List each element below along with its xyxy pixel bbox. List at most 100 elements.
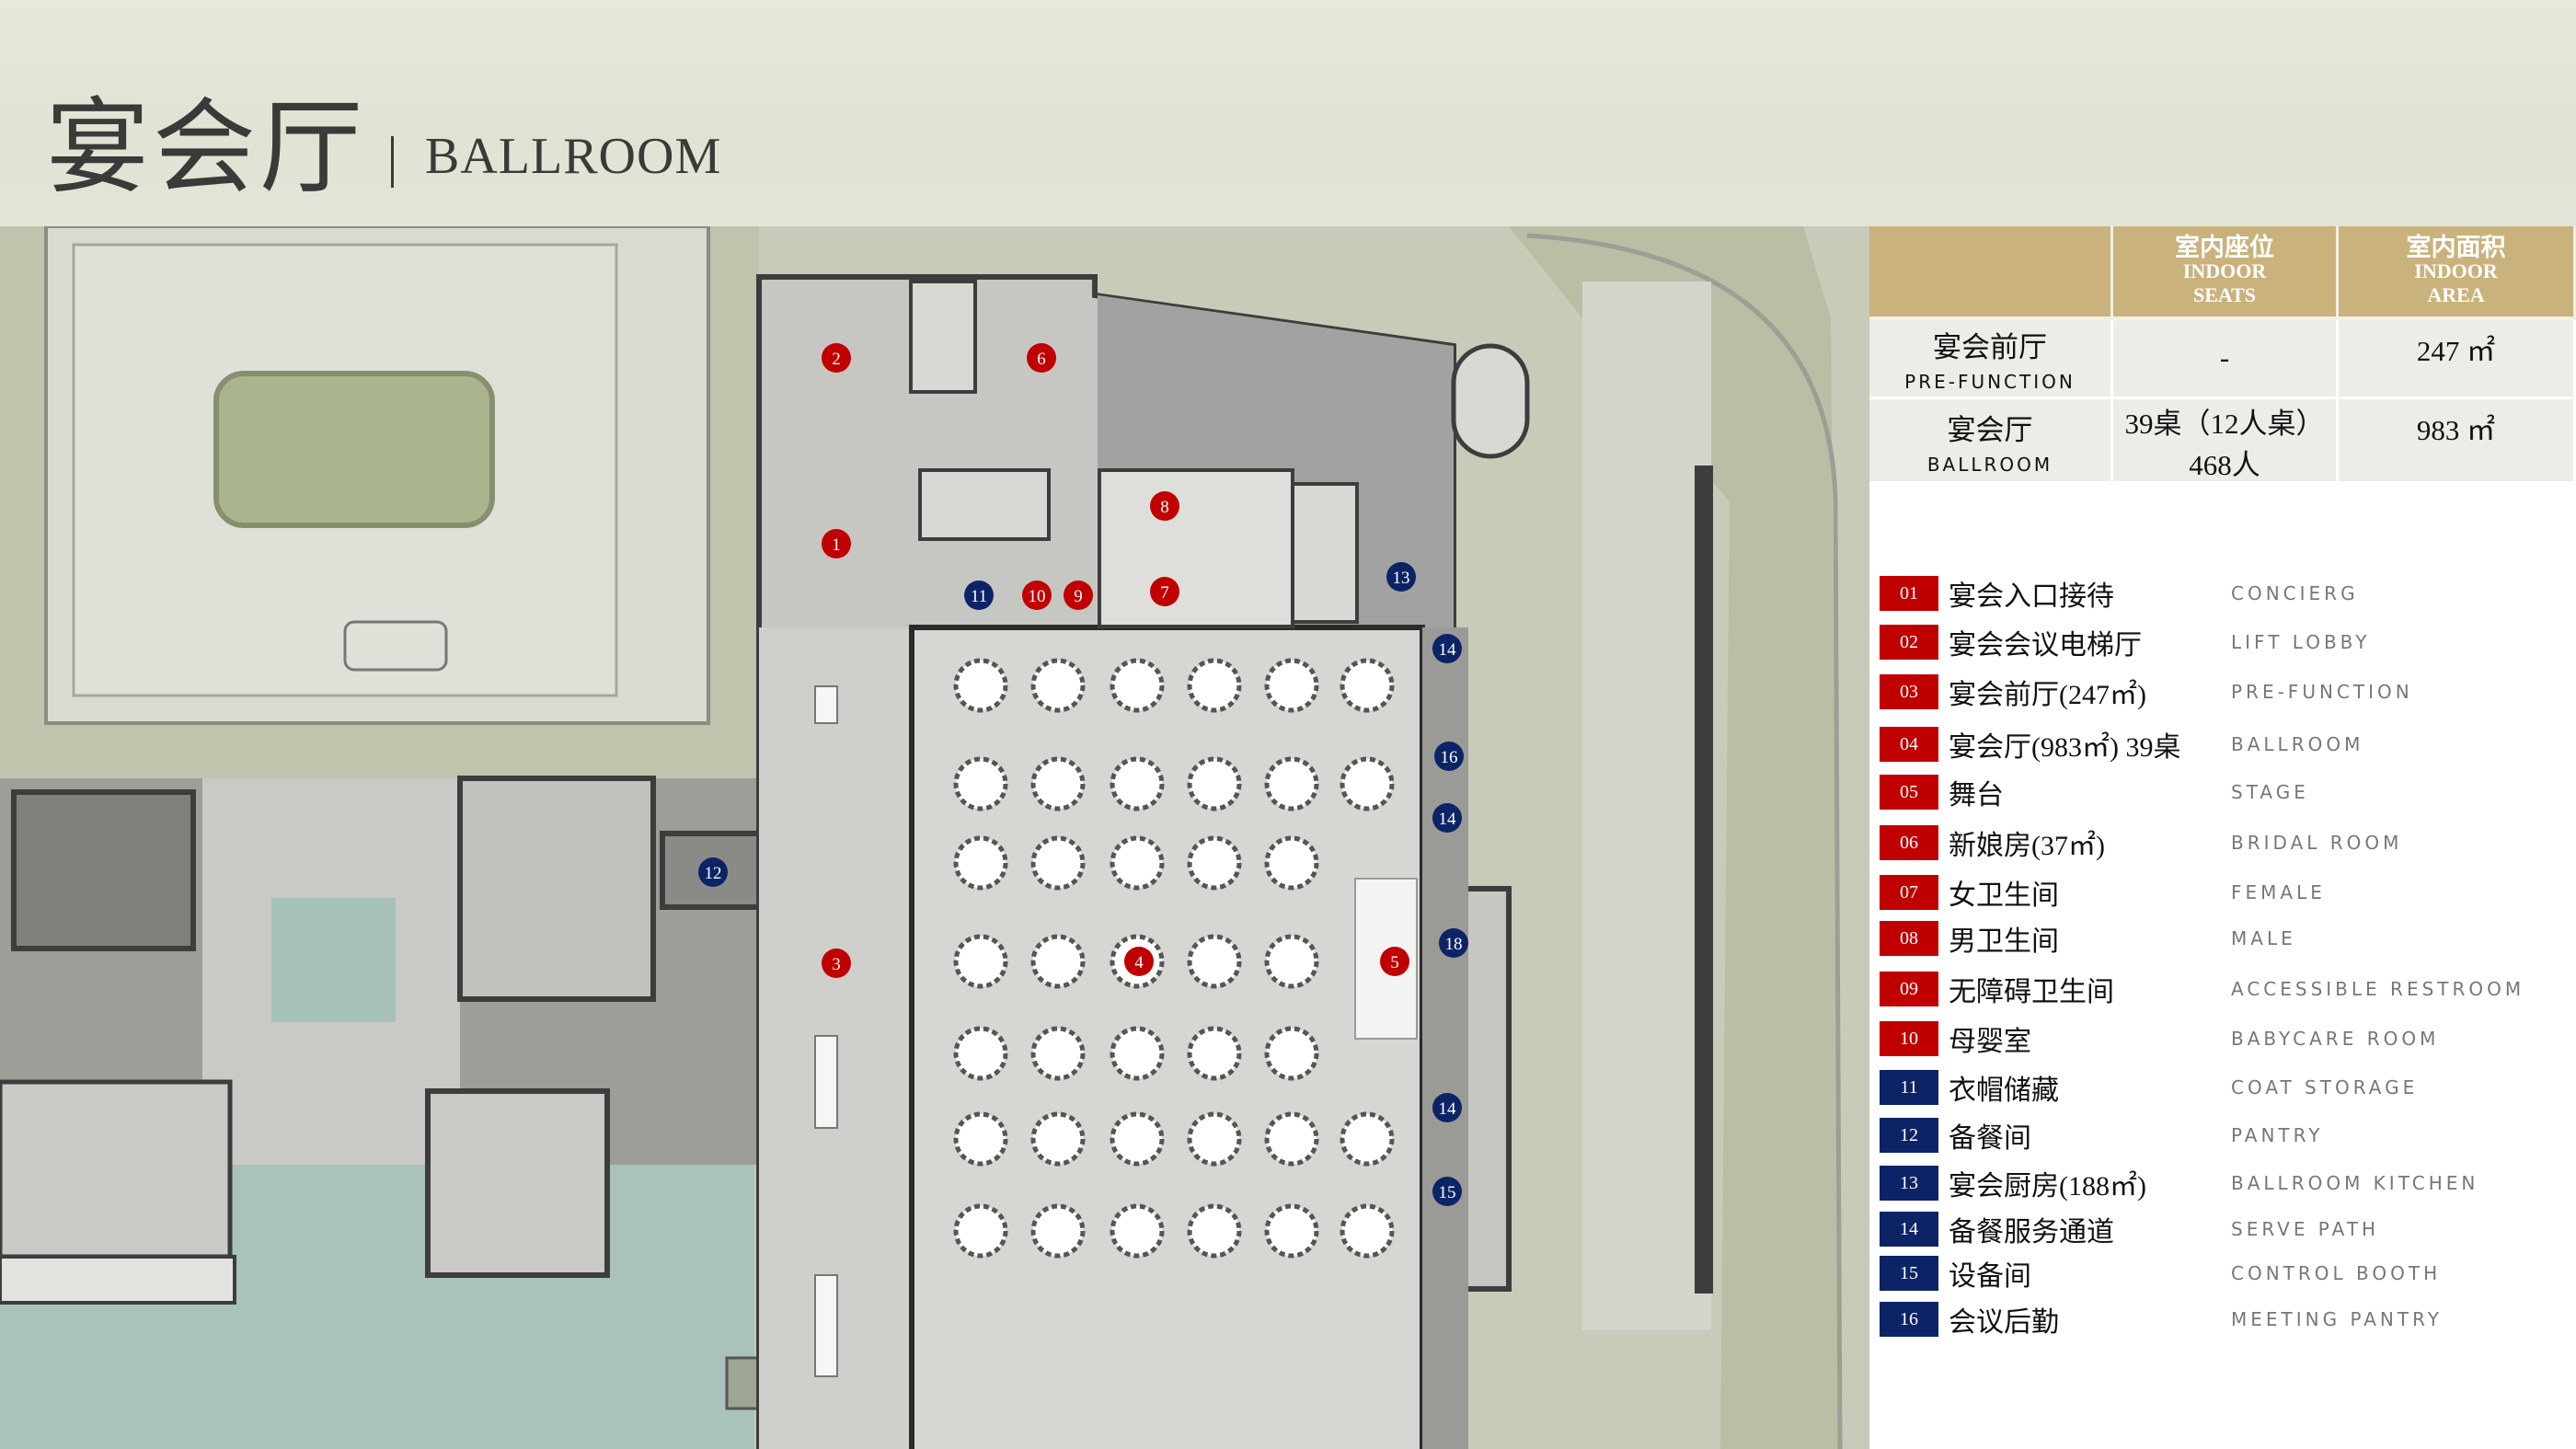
banquet-table <box>1030 1203 1086 1259</box>
legend-number-badge: 06 <box>1880 825 1938 860</box>
marker-dot <box>964 581 994 610</box>
restaurant <box>0 1079 233 1259</box>
map-marker: 14 <box>1432 634 1462 663</box>
lift-core-center <box>918 468 1051 541</box>
restrooms <box>1098 468 1294 628</box>
kitchen-13 <box>1098 295 1454 627</box>
marker-dot <box>1432 634 1462 663</box>
room-left-a <box>11 789 196 951</box>
page-title-en: BALLROOM <box>425 128 722 185</box>
header-blank <box>1869 226 2113 320</box>
banquet-table <box>1264 934 1319 989</box>
banquet-table <box>1340 756 1395 811</box>
legend-label-cn: 无障碍卫生间 <box>1949 977 2114 1007</box>
legend-item: 07 女卫生间 FEMALE <box>1880 874 2322 911</box>
banquet-table <box>1110 835 1165 891</box>
legend-item: 04 宴会厅(983㎡) 39桌 BALLROOM <box>1880 726 2360 763</box>
legend-label-en: ACCESSIBLE RESTROOM <box>2231 978 2525 1000</box>
legend-item: 03 宴会前厅(247㎡) PRE-FUNCTION <box>1880 673 2409 710</box>
marker-label: 10 <box>1029 587 1046 606</box>
driveway <box>1582 282 1711 1330</box>
landscape-strip <box>1509 226 1840 1449</box>
marker-dot <box>1064 581 1093 610</box>
legend-item: 14 备餐服务通道 SERVE PATH <box>1880 1211 2375 1248</box>
legend-label-en: FEMALE <box>2231 881 2326 903</box>
legend-item: 13 宴会厨房(188㎡) BALLROOM KITCHEN <box>1880 1165 2475 1202</box>
legend-label-cn: 宴会厅(983㎡) 39桌 <box>1949 732 2181 763</box>
legend-label-cn: 衣帽储藏 <box>1949 1075 2059 1106</box>
banquet-table <box>1110 1026 1165 1081</box>
legend-number-badge: 08 <box>1880 921 1938 956</box>
meeting-room <box>425 1088 610 1278</box>
legend-label-en: BRIDAL ROOM <box>2231 832 2403 854</box>
banquet-table <box>1264 756 1319 811</box>
map-marker: 14 <box>1432 1093 1462 1122</box>
map-marker: 14 <box>1432 803 1462 833</box>
banquet-table <box>1264 1203 1319 1259</box>
reception-desk <box>814 685 838 724</box>
marker-dot <box>1432 1093 1462 1122</box>
legend-number-badge: 16 <box>1880 1302 1938 1337</box>
banquet-table <box>1264 1026 1319 1081</box>
legend-label-cn: 宴会厨房(188㎡) <box>1949 1171 2146 1202</box>
marker-label: 16 <box>1441 748 1458 767</box>
banquet-table <box>1187 835 1242 891</box>
legend-item: 06 新娘房(37㎡) BRIDAL ROOM <box>1880 824 2398 861</box>
legend-number-badge: 10 <box>1880 1021 1938 1056</box>
marker-label: 18 <box>1445 935 1463 954</box>
marker-dot <box>1022 581 1052 610</box>
legend-number-badge: 09 <box>1880 972 1938 1006</box>
marker-dot <box>1434 742 1464 771</box>
banquet-table <box>1340 658 1395 713</box>
banquet-table <box>1110 1203 1165 1259</box>
atrium-pool <box>271 898 396 1022</box>
marker-label: 13 <box>1393 569 1410 588</box>
legend-number-badge: 11 <box>1880 1070 1938 1105</box>
banquet-table <box>953 1203 1008 1259</box>
banquet-table <box>1110 756 1165 811</box>
marker-label: 14 <box>1439 1099 1457 1119</box>
legend-number-badge: 07 <box>1880 875 1938 910</box>
row-area: 247 ㎡ <box>2337 318 2576 399</box>
banquet-table <box>953 658 1008 713</box>
legend-label-cn: 宴会会议电梯厅 <box>1949 630 2142 661</box>
banquet-table <box>953 1026 1008 1081</box>
legend-label-en: STAGE <box>2231 781 2309 803</box>
legend-number-badge: 15 <box>1880 1256 1938 1291</box>
banquet-table <box>1030 1111 1086 1167</box>
legend-number-badge: 12 <box>1880 1118 1938 1153</box>
marker-label: 4 <box>1134 953 1144 972</box>
marker-dot <box>1380 947 1409 976</box>
legend-label-en: COAT STORAGE <box>2231 1076 2419 1098</box>
banquet-table <box>953 934 1008 989</box>
legend-label-cn: 宴会前厅(247㎡) <box>1949 680 2146 710</box>
marker-dot <box>1027 343 1056 373</box>
marker-label: 6 <box>1037 350 1046 369</box>
marker-label: 15 <box>1439 1183 1456 1202</box>
marker-dot <box>1150 577 1179 606</box>
map-marker: 9 <box>1064 581 1093 610</box>
display-table <box>814 1274 838 1377</box>
map-marker: 13 <box>1386 562 1416 592</box>
service-lift <box>1291 482 1359 624</box>
legend-label-en: CONTROL BOOTH <box>2231 1262 2442 1284</box>
marker-label: 14 <box>1439 810 1457 829</box>
marker-dot <box>1432 1177 1462 1206</box>
marker-dot <box>1124 947 1154 976</box>
legend-label-en: SERVE PATH <box>2231 1218 2379 1240</box>
lift-core-2 <box>909 280 977 394</box>
legend-label-cn: 母婴室 <box>1949 1027 2031 1057</box>
lawn-garden <box>213 371 495 528</box>
map-marker: 1 <box>822 529 851 558</box>
legend-label-cn: 会议后勤 <box>1949 1307 2059 1338</box>
title-divider <box>391 136 394 188</box>
legend-label-en: MEETING PANTRY <box>2231 1308 2443 1330</box>
marker-dot <box>822 949 851 978</box>
